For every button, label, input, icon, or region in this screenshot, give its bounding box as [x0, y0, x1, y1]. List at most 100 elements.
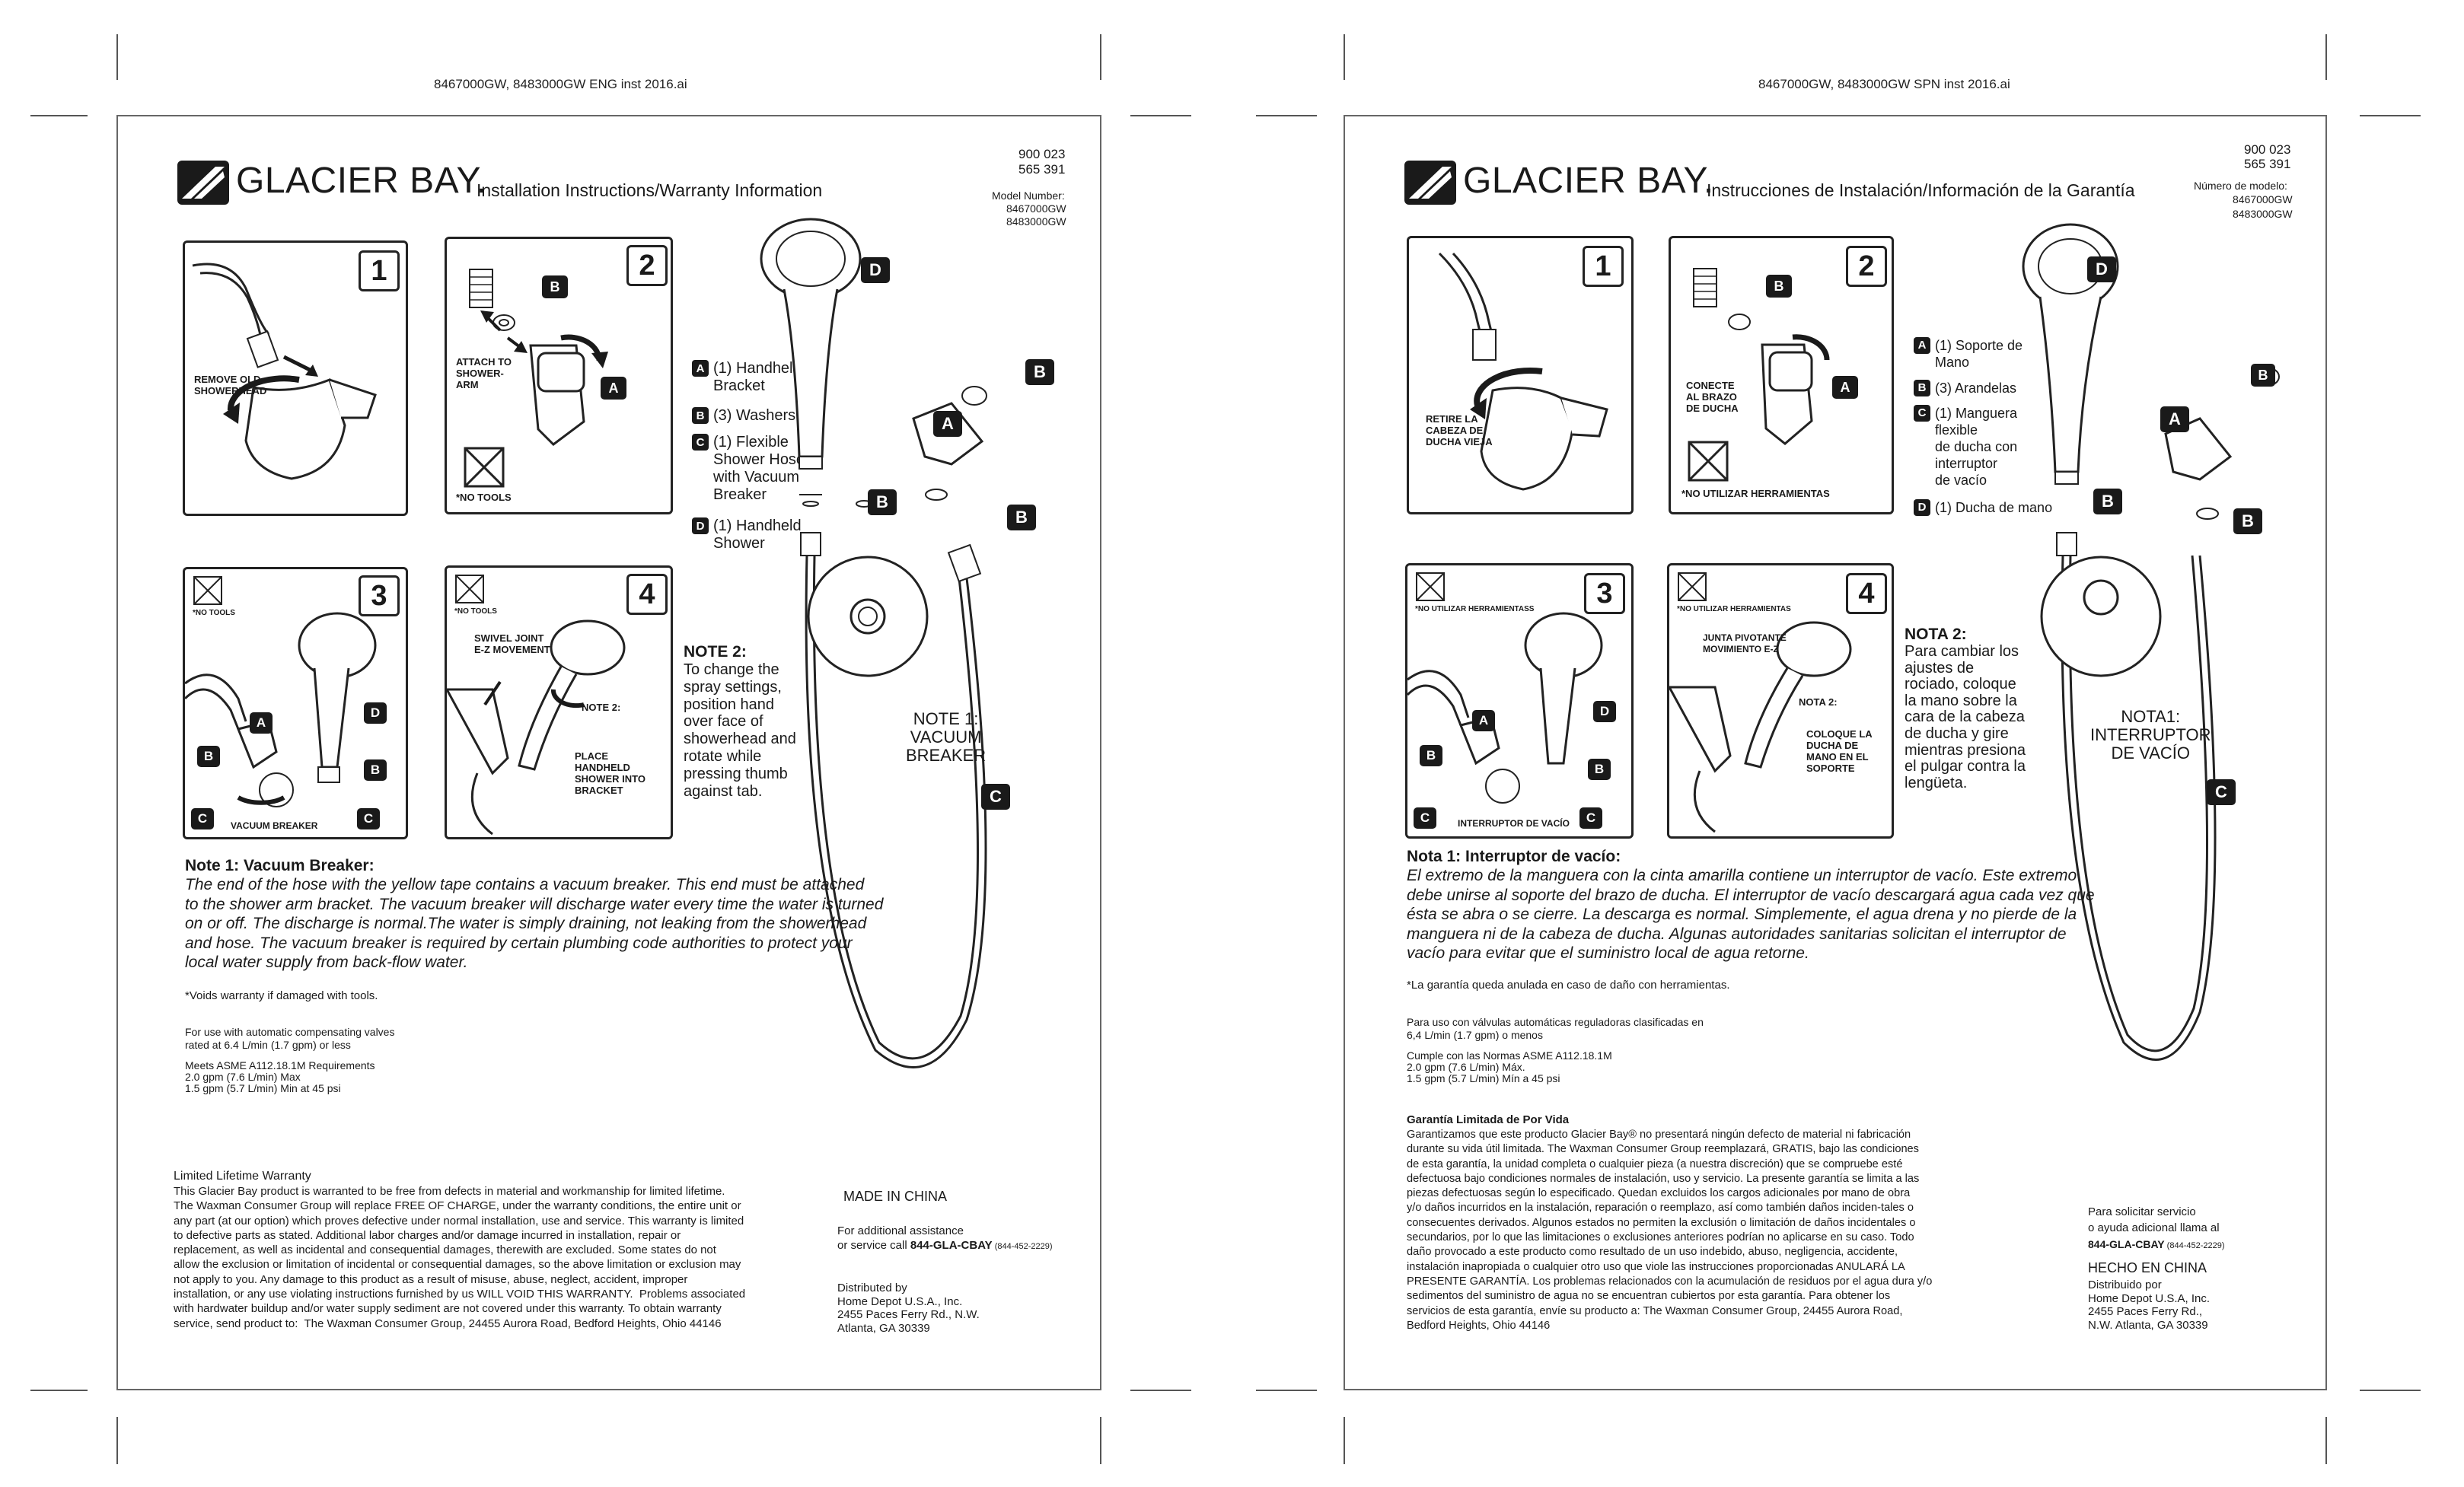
sku-2: 565 391: [1018, 162, 1066, 177]
glacier-bay-logo-icon: [1404, 161, 1456, 205]
note-1-title: Nota 1: Interruptor de vacío:: [1407, 848, 1621, 865]
note-1-callout: NOTA1: INTERRUPTOR DE VACÍO: [2090, 707, 2211, 763]
no-tools-note: *NO TOOLS: [456, 492, 512, 503]
step-3-panel: 3 *NO TOOLS A D B B C C VACUUM BREAKER: [183, 567, 408, 839]
step-3-d-badge: D: [1593, 701, 1616, 722]
note-2-title: NOTE 2:: [684, 643, 747, 661]
model-label: Model Number:: [992, 189, 1065, 202]
label-a-badge: A: [1832, 376, 1858, 399]
diagram-b-badge: B: [1025, 359, 1054, 385]
step-number: 4: [1846, 573, 1887, 614]
showerhead-removal-illustration: [1438, 252, 1608, 491]
warranty-body: This Glacier Bay product is warranted to…: [174, 1185, 746, 1330]
step-3-b-badge: B: [197, 746, 220, 767]
part-c-line: C(1) Manguera flexible de ducha con inte…: [1914, 405, 2017, 489]
part-a-badge: A: [1914, 337, 1930, 354]
place-shower-illustration: [447, 619, 626, 836]
step-number: 3: [359, 575, 400, 616]
left-file-name: 8467000GW, 8483000GW ENG inst 2016.ai: [434, 77, 687, 91]
voids-warranty: *Voids warranty if damaged with tools.: [185, 989, 378, 1002]
step-1-label: RETIRE LA CABEZA DE DUCHA VIEJA: [1426, 413, 1493, 447]
model-1: 8467000GW: [1006, 202, 1066, 215]
diagram-b-badge: B: [2233, 508, 2262, 534]
crop-mark: [30, 115, 88, 116]
part-b-line: B (3) Arandelas: [1914, 380, 2016, 396]
crop-mark: [1130, 115, 1191, 116]
made-in: HECHO EN CHINA: [2088, 1260, 2207, 1275]
assist-line-1: For additional assistance: [837, 1224, 964, 1237]
note-2-body: Para cambiar los ajustes de rociado, col…: [1905, 643, 2026, 791]
diagram-b-badge: B: [2093, 489, 2122, 514]
warranty-title: Limited Lifetime Warranty: [174, 1170, 311, 1183]
note-1-title: Note 1: Vacuum Breaker:: [185, 857, 375, 874]
valves-note: Para uso con válvulas automáticas regula…: [1407, 1016, 1704, 1041]
asme-note: Meets ASME A112.18.1M Requirements 2.0 g…: [185, 1059, 375, 1094]
step-3-a-badge: A: [1472, 710, 1495, 731]
diagram-c-badge: C: [2207, 779, 2236, 805]
parts-exploded-illustration: [760, 218, 987, 1068]
asme-note: Cumple con las Normas ASME A112.18.1M 2.…: [1407, 1049, 1612, 1084]
warranty-title: Garantía Limitada de Por Vida: [1407, 1113, 1570, 1126]
crop-mark: [2360, 1390, 2421, 1391]
step-3-d-badge: D: [364, 702, 387, 724]
attach-bracket-illustration: [464, 269, 608, 488]
vacuum-breaker-illustration: [1407, 612, 1603, 804]
no-tools-icon: [455, 575, 484, 603]
step-3-c-badge: C: [191, 808, 214, 829]
crop-mark: [1256, 115, 1317, 116]
crop-mark: [1344, 1417, 1345, 1464]
part-c-text: (1) Flexible Shower Hose with Vacuum Bre…: [713, 434, 805, 503]
label-b-badge: B: [542, 275, 568, 298]
sku-1: 900 023: [2244, 142, 2291, 157]
step-3-c-badge: C: [357, 808, 380, 829]
crop-mark: [116, 34, 118, 80]
diagram-d-badge: D: [2087, 256, 2116, 282]
no-tools-note: *NO UTILIZAR HERRAMIENTAS: [1677, 605, 1791, 613]
distributed-by: Distribuido por Home Depot U.S.A, Inc. 2…: [2088, 1278, 2211, 1333]
no-tools-icon: [193, 576, 222, 605]
part-d-badge: D: [692, 517, 709, 534]
note-2-ref: NOTE 2:: [582, 702, 621, 713]
no-tools-note: *NO TOOLS: [193, 609, 235, 617]
sku-2: 565 391: [2244, 157, 2291, 171]
label-a-badge: A: [601, 377, 626, 400]
sku-1: 900 023: [1018, 147, 1066, 161]
part-c-text: (1) Manguera flexible de ducha con inter…: [1935, 406, 2018, 488]
part-d-text: (1) Handheld Shower: [713, 517, 802, 552]
diagram-c-badge: C: [981, 784, 1010, 810]
assist-phone: 844-GLA-CBAY: [910, 1239, 993, 1252]
assist-phone: 844-GLA-CBAY: [2088, 1238, 2165, 1250]
brand-name: GLACIER BAY.: [1463, 161, 1714, 201]
crop-mark: [2325, 34, 2327, 80]
step-2-label: CONECTE AL BRAZO DE DUCHA: [1686, 380, 1739, 414]
model-2: 8483000GW: [1006, 215, 1066, 228]
glacier-bay-logo-icon: [177, 161, 229, 205]
part-b-badge: B: [1914, 380, 1930, 396]
assist-number: (844-452-2229): [992, 1242, 1053, 1251]
subtitle: Instrucciones de Instalación/Información…: [1707, 180, 2135, 200]
crop-mark: [1344, 34, 1345, 80]
step-3-c-badge: C: [1414, 807, 1436, 829]
step-2-panel: 2 B A CONECTE AL BRAZO DE DUCHA *NO UTIL…: [1669, 236, 1894, 514]
part-d-line: D(1) Ducha de mano: [1914, 499, 2052, 516]
diagram-b-badge: B: [1007, 505, 1036, 530]
part-a-badge: A: [692, 360, 709, 377]
crop-mark: [30, 1390, 88, 1391]
crop-mark: [2360, 115, 2421, 116]
diagram-a-badge: A: [933, 411, 962, 437]
part-b-text: (3) Arandelas: [1935, 381, 2017, 396]
label-b-badge: B: [1766, 275, 1792, 298]
model-1: 8467000GW: [2233, 193, 2293, 205]
place-shower-illustration: [1669, 621, 1852, 833]
part-a-line: A(1) Handheld Bracket: [692, 360, 802, 395]
note-2-body: To change the spray settings, position h…: [684, 661, 796, 800]
valves-note: For use with automatic compensating valv…: [185, 1026, 395, 1051]
swivel-label: SWIVEL JOINT E-Z MOVEMENT: [474, 632, 550, 655]
note-1-callout: NOTE 1: VACUUM BREAKER: [906, 709, 987, 765]
part-a-line: A(1) Soporte de Mano: [1914, 337, 2023, 371]
part-b-line: B(3) Washers: [692, 407, 795, 425]
step-number: 1: [359, 250, 400, 291]
assist-line-2: o ayuda adicional llama al: [2088, 1221, 2220, 1234]
swivel-label: JUNTA PIVOTANTE MOVIMIENTO E-Z: [1703, 632, 1787, 654]
crop-mark: [1130, 1390, 1191, 1391]
